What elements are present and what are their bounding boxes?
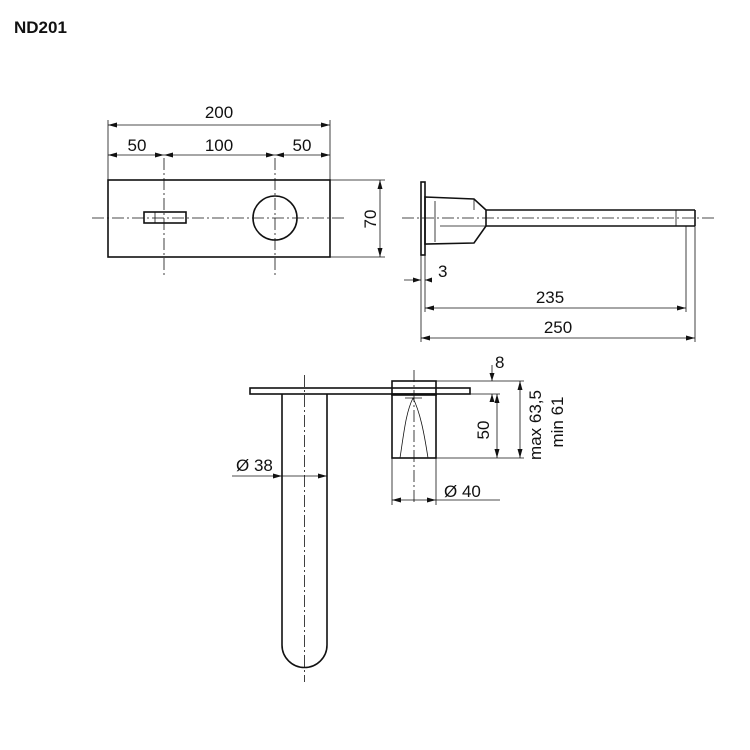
dim-8-label: 8 — [495, 353, 504, 372]
dimension-plate-thickness: 3 — [404, 262, 447, 283]
dimension-segments: 50 100 50 — [108, 136, 330, 158]
dim-200-label: 200 — [205, 103, 233, 122]
side-view: 3 235 250 — [402, 181, 715, 342]
dim-min-label: min 61 — [548, 396, 567, 447]
dim-50-label: 50 — [474, 421, 493, 440]
dimension-body-diameter: Ø 40 — [391, 458, 500, 505]
wall-plate-outline — [107, 179, 331, 258]
dim-235-label: 235 — [536, 288, 564, 307]
dimension-height: 70 — [330, 179, 385, 258]
model-code: ND201 — [14, 18, 67, 37]
dimension-gap: 8 — [436, 353, 504, 402]
dim-50-right-label: 50 — [293, 136, 312, 155]
section-wall-plate — [249, 387, 471, 395]
dimension-install-depth: max 63,5 min 61 — [500, 380, 567, 460]
side-body — [424, 196, 487, 245]
dim-diameter-40-label: Ø 40 — [444, 482, 481, 501]
section-spout — [281, 394, 328, 669]
dimension-spout-reach: 235 — [425, 288, 686, 311]
dimension-overall-width: 200 — [107, 103, 331, 180]
dim-100-label: 100 — [205, 136, 233, 155]
dim-250-label: 250 — [544, 318, 572, 337]
dimension-total-length: 250 — [421, 318, 695, 341]
dim-3-label: 3 — [438, 262, 447, 281]
dim-diameter-38-label: Ø 38 — [236, 456, 273, 475]
dim-50-left-label: 50 — [128, 136, 147, 155]
dimension-spout-diameter: Ø 38 — [232, 456, 327, 479]
front-view: 200 50 100 50 70 — [92, 103, 385, 275]
dimension-body-height: 50 — [436, 394, 502, 459]
section-view: Ø 38 Ø 40 8 — [232, 353, 567, 682]
dim-max-label: max 63,5 — [526, 390, 545, 460]
lever-handle — [143, 211, 187, 224]
dim-70-label: 70 — [361, 210, 380, 229]
